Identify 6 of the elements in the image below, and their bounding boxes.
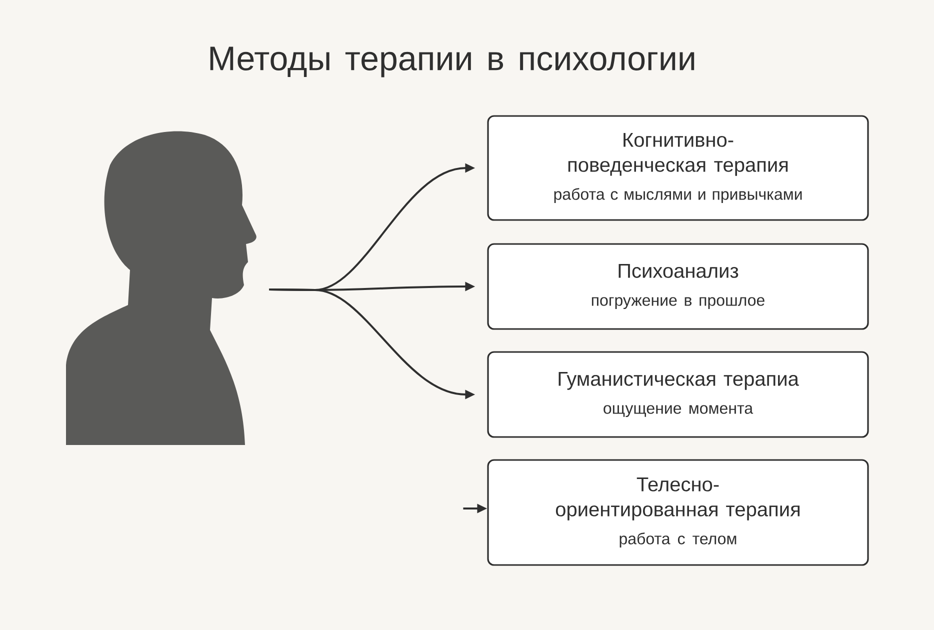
- person-silhouette: [66, 131, 256, 445]
- method-box: Психоанализ погружение в прошлое: [487, 243, 869, 330]
- method-box: Телесно-ориентированная терапия работа с телом: [487, 459, 869, 566]
- title: Методы терапии в психологии: [210, 46, 694, 78]
- method-box: Гуманистическая терапиа ощущение момента: [487, 351, 869, 438]
- method-box: Когнитивно-поведенческая терапия работа с мыслями и привычками: [487, 115, 869, 221]
